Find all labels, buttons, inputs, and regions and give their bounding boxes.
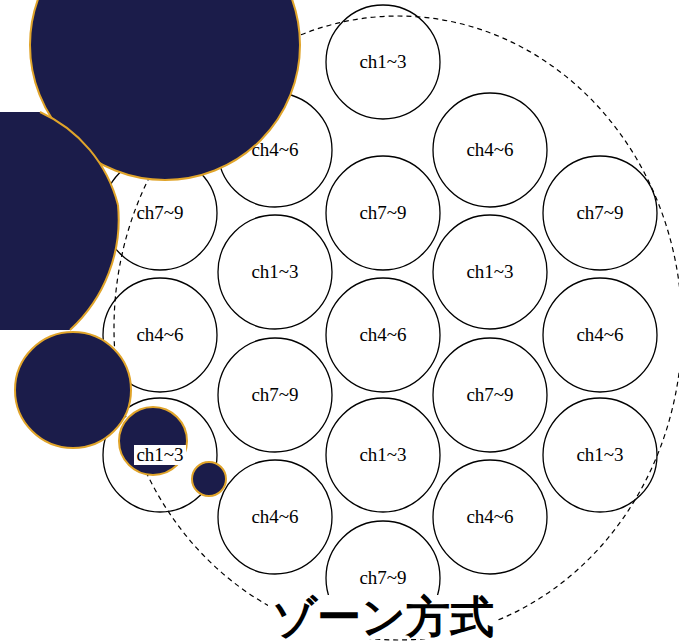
cell-circle: [326, 398, 440, 512]
decor-circle: [119, 407, 187, 475]
channel-cell: ch7~9: [432, 337, 548, 453]
diagram-title: ゾーン方式: [268, 595, 498, 639]
cell-circle: [218, 460, 332, 574]
cell-circle: [218, 215, 332, 329]
channel-cell: ch4~6: [432, 92, 548, 208]
channel-label: ch1~3: [251, 262, 298, 283]
channel-label: ch7~9: [466, 385, 513, 406]
cell-circle: [543, 156, 657, 270]
channel-cell: ch1~3: [325, 397, 441, 513]
channel-label: ch4~6: [136, 325, 183, 346]
channel-label: ch1~3: [359, 52, 406, 73]
channel-label: ch4~6: [466, 140, 513, 161]
channel-cell: ch4~6: [432, 459, 548, 575]
channel-cell: ch1~3: [325, 4, 441, 120]
channel-label: ch7~9: [136, 203, 183, 224]
channel-cell: ch4~6: [542, 277, 658, 393]
decor-circle: [192, 462, 226, 496]
decor-arc: [40, 112, 118, 205]
channel-label: ch7~9: [359, 203, 406, 224]
channel-label: ch1~3: [466, 262, 513, 283]
cell-circle: [326, 278, 440, 392]
cell-circle: [543, 398, 657, 512]
channel-cell: ch1~3: [217, 214, 333, 330]
channel-label: ch4~6: [251, 140, 298, 161]
cell-circle: [326, 156, 440, 270]
channel-label: ch7~9: [251, 385, 298, 406]
cell-circle: [543, 278, 657, 392]
channel-label: ch1~3: [576, 445, 623, 466]
channel-cell: ch7~9: [217, 337, 333, 453]
cell-circle: [326, 5, 440, 119]
decor-arc: [70, 205, 119, 330]
channel-label: ch1~3: [359, 445, 406, 466]
cell-circle: [433, 460, 547, 574]
channel-label: ch4~6: [576, 325, 623, 346]
cell-circle: [218, 338, 332, 452]
decor-circle: [0, 112, 119, 330]
channel-label: ch1~3: [134, 445, 185, 466]
channel-cell: ch1~3: [432, 214, 548, 330]
cell-circle: [433, 338, 547, 452]
channel-cell: ch7~9: [542, 155, 658, 271]
channel-label: ch7~9: [576, 203, 623, 224]
channel-cell: ch7~9: [325, 155, 441, 271]
channel-cell: ch1~3: [542, 397, 658, 513]
channel-cell: ch4~6: [325, 277, 441, 393]
channel-label: ch7~9: [359, 568, 406, 589]
cell-circle: [433, 215, 547, 329]
channel-cell: ch4~6: [217, 459, 333, 575]
channel-label: ch4~6: [466, 507, 513, 528]
channel-label: ch4~6: [251, 507, 298, 528]
channel-label: ch4~6: [359, 325, 406, 346]
decor-circle: [15, 332, 131, 448]
cell-circle: [433, 93, 547, 207]
